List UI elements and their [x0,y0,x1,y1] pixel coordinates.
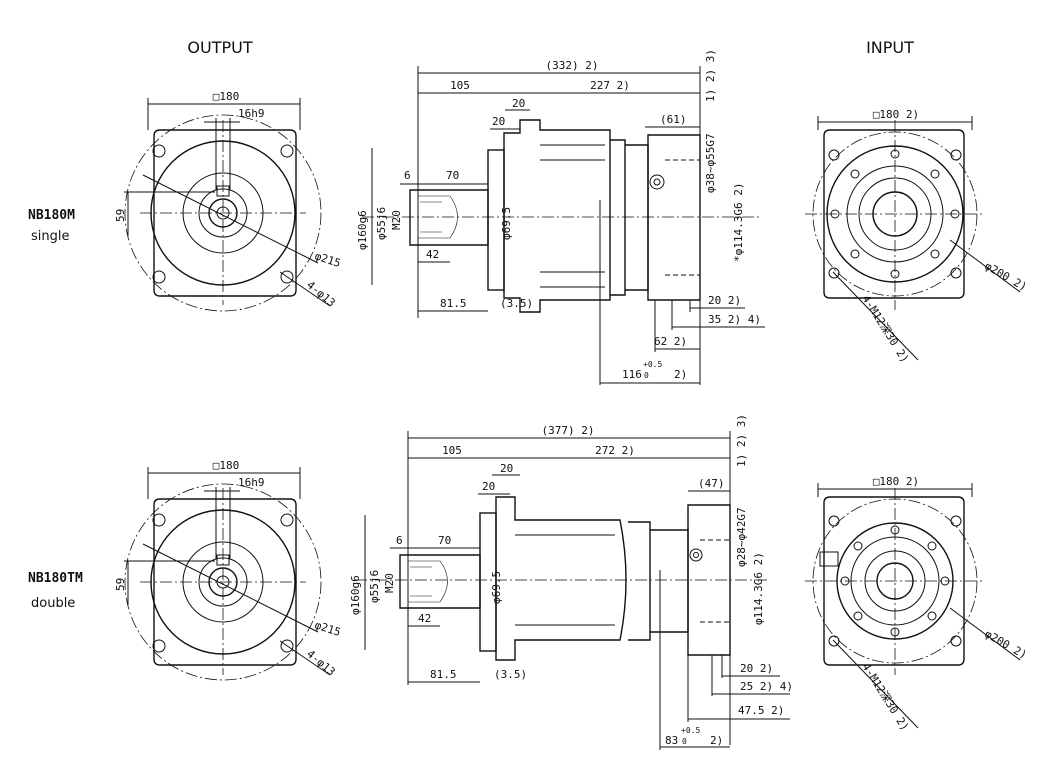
dim-815-row2: 81.5 [430,668,457,681]
bottom-475-row2: 47.5 2) [738,704,784,717]
variant-label-row1: single [31,229,70,244]
length-right-row1: 227 2) [590,79,630,92]
bottom-83-note-row2: 2) [710,734,723,747]
holes-dim-row1: 4-φ13 [304,278,338,309]
input-view-row2: □180 2) φ200 2) 4-M12深30 2) [805,475,1029,733]
input-holes-dim-row1: 4-M12深30 2) [859,293,911,365]
dim-20b-row2: 20 [482,480,495,493]
bottom-116-note-row1: 2) [674,368,687,381]
dim-6-row2: 6 [396,534,403,547]
dim-20b-row1: 20 [492,115,505,128]
input-pcd-dim-row2: φ200 2) [983,627,1030,661]
model-label-row2: NB180TM [28,571,83,586]
bottom-83-row2: 83 [665,734,678,747]
input-square-dim-row1: □180 2) [873,108,919,121]
square-dim-row1: □180 [213,90,240,103]
bottom-20-row2: 20 2) [740,662,773,675]
key-dim-row2: 16h9 [238,476,265,489]
bottom-116-row1: 116 [622,368,642,381]
bottom-35-row1: 35 2) 4) [708,313,761,326]
square-dim-row2: □180 [213,459,240,472]
thread-dim-row2: M20 [383,573,396,593]
output-front-view-row1: □180 16h9 59 φ215 4-φ13 [114,90,342,312]
key-dim-row1: 16h9 [238,107,265,120]
dim-815-row1: 81.5 [440,297,467,310]
bore-dim-row1: φ38~φ55G7 [704,133,717,193]
bottom-25-row2: 25 2) 4) [740,680,793,693]
variant-label-row2: double [31,596,75,611]
input-header: INPUT [866,38,914,57]
pcd-dim-row2: φ215 [313,618,342,639]
overall-length-row2: (377) 2) [542,424,595,437]
bottom-116-tol-up-row1: +0.5 [643,360,662,369]
output-header: OUTPUT [187,38,252,57]
input-view-row1: □180 2) φ200 2) 4-M12深30 2) [805,108,1029,365]
bore-note-row1: 1) 2) 3) [704,49,717,102]
pilot-dim-row1: φ160g6 [356,210,369,250]
bottom-83-tol-low-row2: 0 [682,737,687,746]
overall-length-row1: (332) 2) [546,59,599,72]
spigot-dim-row1: *φ114.3G6 2) [732,183,745,262]
dim-61-row1: (61) [660,113,687,126]
pcd-dim-row1: φ215 [313,249,342,270]
model-label-row1: NB180M [28,208,75,223]
holes-dim-row2: 4-φ13 [304,647,338,678]
dim-47-row2: (47) [698,477,725,490]
collar-dim-row1: φ69.5 [500,207,513,240]
length-right-row2: 272 2) [595,444,635,457]
dim-6-row1: 6 [404,169,411,182]
side-view-row1: (332) 2) 105 227 2) 20 20 1) 2) 3) φ38~φ… [356,49,765,385]
bore-dim-row2: φ28~φ42G7 [735,507,748,567]
bottom-83-tol-up-row2: +0.5 [681,726,700,735]
input-pcd-dim-row1: φ200 2) [983,259,1030,293]
height-dim-row2: 59 [114,578,127,591]
dim-42-row1: 42 [426,248,439,261]
bottom-116-tol-low-row1: 0 [644,371,649,380]
length-105-row2: 105 [442,444,462,457]
pilot-dim-row2: φ160g6 [349,575,362,615]
shaft-dim-row2: φ55j6 [368,570,381,603]
spigot-dim-row2: φ114.3G6 2) [752,552,765,625]
bore-note-row2: 1) 2) 3) [735,414,748,467]
length-105-row1: 105 [450,79,470,92]
input-square-dim-row2: □180 2) [873,475,919,488]
bottom-20-row1: 20 2) [708,294,741,307]
bottom-62-row1: 62 2) [654,335,687,348]
input-holes-dim-row2: 4-M12深30 2) [859,661,911,733]
height-dim-row1: 59 [114,209,127,222]
thread-dim-row1: M20 [390,210,403,230]
shaft-dim-row1: φ55j6 [375,207,388,240]
output-front-view-row2: □180 16h9 59 φ215 4-φ13 [114,459,342,681]
side-view-row2: (377) 2) 105 272 2) 20 20 1) 2) 3) φ28~φ… [349,414,793,750]
dim-35-row1: (3.5) [500,297,533,310]
dim-70-row1: 70 [446,169,459,182]
dim-20a-row2: 20 [500,462,513,475]
collar-dim-row2: φ69.5 [490,571,503,604]
dim-42-row2: 42 [418,612,431,625]
dim-70-row2: 70 [438,534,451,547]
dim-35-row2: (3.5) [494,668,527,681]
dim-20a-row1: 20 [512,97,525,110]
